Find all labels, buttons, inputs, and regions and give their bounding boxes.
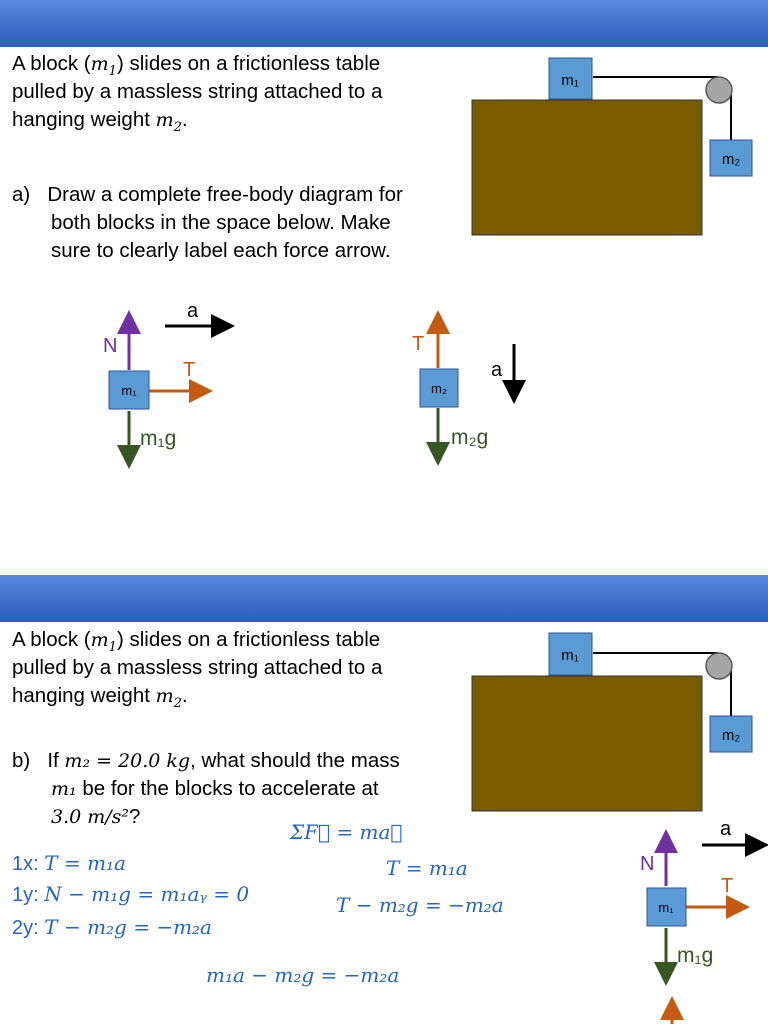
title-bar [0, 575, 768, 622]
part-label: a) [12, 183, 31, 206]
text-fragment: ) slides on a frictionless table [116, 52, 381, 75]
fbd-block-m2-label: m₂ [431, 381, 447, 396]
text-fragment: hanging weight [12, 684, 156, 707]
fbd-block-m1 [646, 887, 687, 927]
setup-diagram: m₁ m₂ [471, 632, 753, 812]
eq-body: T = m₁a [44, 851, 126, 875]
fbd-block-m2 [419, 368, 459, 408]
text-fragment: A block ( [12, 628, 91, 651]
problem-line-1: A block (m1) slides on a frictionless ta… [12, 626, 380, 662]
eq-body: N − m₁g = m₁aᵧ = 0 [44, 882, 250, 906]
var-m: m [155, 685, 174, 707]
accel-label: a [187, 300, 199, 322]
problem-line-1: A block (m1) slides on a frictionless ta… [12, 50, 380, 86]
problem-line-2: pulled by a massless string attached to … [12, 80, 383, 103]
inline-math: m₁ [51, 778, 77, 800]
tension-label: T [183, 359, 195, 381]
part-b-line-1: b) If m₂ = 20.0 kg, what should the mass [12, 747, 400, 775]
block-m1-label: m₁ [561, 72, 579, 89]
var-sub: 1 [108, 640, 117, 656]
inline-math: 3.0 m/s² [51, 806, 130, 828]
text-fragment: . [181, 684, 188, 707]
tension-label: T [412, 333, 424, 355]
text-fragment: A block ( [12, 52, 91, 75]
part-b-line-3: 3.0 m/s²? [51, 803, 140, 831]
var-sub: 2 [173, 120, 182, 136]
eq-body: T − m₂g = −m₂a [44, 915, 212, 939]
slide-part-b: A block (m1) slides on a frictionless ta… [0, 575, 768, 1024]
block-m2-label: m₂ [722, 151, 740, 168]
weight-label: m₂g [451, 426, 488, 449]
block-m1 [548, 57, 593, 100]
problem-line-2: pulled by a massless string attached to … [12, 656, 383, 679]
table [471, 675, 703, 812]
part-a-line-3: sure to clearly label each force arrow. [51, 239, 391, 262]
normal-label: N [640, 853, 654, 875]
text-fragment: Draw a complete free-body diagram for [47, 183, 403, 206]
eq-label: 1y: [12, 884, 45, 906]
fbd-block-m1-label: m₁ [658, 900, 674, 915]
weight-label: m₁g [677, 944, 713, 967]
pulley [705, 652, 733, 680]
slide-part-a: A block (m1) slides on a frictionless ta… [0, 0, 768, 469]
var-m: m [90, 629, 109, 651]
tension-label: T [721, 875, 733, 897]
var-m: m [90, 53, 109, 75]
part-a-line-1: a) Draw a complete free-body diagram for [12, 181, 403, 209]
equation-1y: 1y: N − m₁g = m₁aᵧ = 0 [12, 882, 249, 907]
part-b-line-2: m₁ be for the blocks to accelerate at [51, 775, 379, 803]
inline-math: m₂ = 20.0 kg [64, 750, 191, 772]
equation-right-1: T = m₁a [386, 856, 468, 880]
accel-label: a [720, 818, 732, 840]
block-m1 [548, 632, 593, 676]
part-a-line-2: both blocks in the space below. Make [51, 211, 391, 234]
accel-label: a [491, 359, 503, 381]
fbd-m1: a N T m₁g m₁ [103, 300, 235, 469]
text-fragment: ) slides on a frictionless table [116, 628, 381, 651]
block-m2-label: m₂ [722, 727, 740, 744]
fbd-m1: a N T m₁g m₁ [640, 818, 768, 1024]
block-m2 [709, 139, 753, 177]
block-m1-label: m₁ [561, 647, 579, 664]
normal-label: N [103, 335, 117, 357]
part-label: b) [12, 749, 31, 772]
var-sub: 2 [173, 696, 182, 712]
setup-diagram: m₁ m₂ [471, 57, 753, 236]
text-fragment: If [47, 749, 65, 772]
text-fragment: , what should the mass [190, 749, 400, 772]
equation-2y: 2y: T − m₂g = −m₂a [12, 915, 212, 940]
eq-label: 1x: [12, 853, 45, 875]
problem-line-3: hanging weight m2. [12, 106, 188, 142]
title-bar [0, 0, 768, 47]
pulley [705, 76, 733, 104]
block-m2 [709, 715, 753, 753]
text-fragment: hanging weight [12, 108, 156, 131]
var-sub: 1 [108, 64, 117, 80]
fbd-block-m1 [108, 370, 150, 410]
equation-1x: 1x: T = m₁a [12, 851, 126, 876]
equation-right-2: T − m₂g = −m₂a [336, 893, 504, 917]
fbd-m2: T a m₂g m₂ [412, 310, 526, 466]
var-m: m [155, 109, 174, 131]
text-fragment: . [181, 108, 188, 131]
newton-second-law: ΣF⃗ = ma⃗ [290, 820, 403, 844]
equation-combined: m₁a − m₂g = −m₂a [206, 963, 400, 987]
table [471, 99, 703, 236]
eq-label: 2y: [12, 917, 45, 939]
weight-label: m₁g [140, 427, 176, 450]
text-fragment: ? [129, 805, 141, 828]
problem-line-3: hanging weight m2. [12, 682, 188, 718]
fbd-block-m1-label: m₁ [121, 383, 137, 398]
text-fragment: be for the blocks to accelerate at [76, 777, 379, 800]
